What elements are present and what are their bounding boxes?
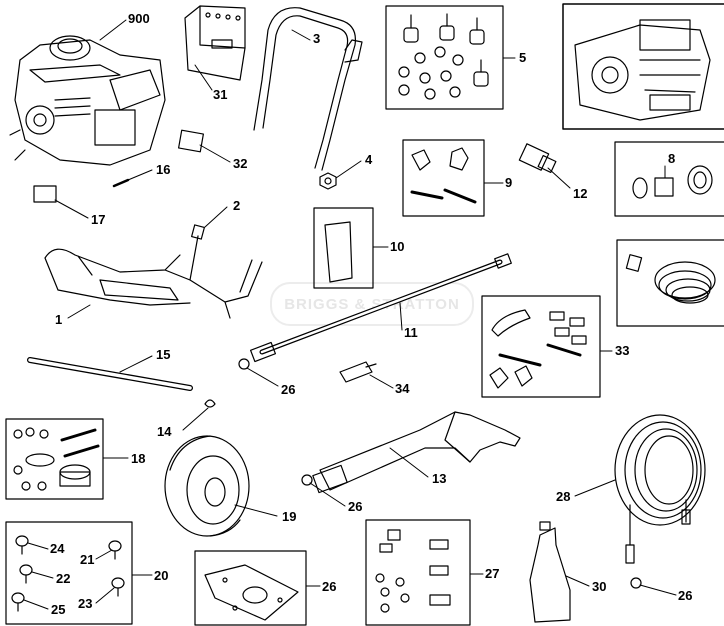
box-hose-kit (616, 239, 724, 327)
part-9-drawing (410, 147, 477, 204)
hose-28 (614, 414, 706, 564)
callout-17: 17 (91, 212, 106, 227)
part-33-drawing (489, 309, 587, 389)
box-part-8 (614, 141, 724, 217)
callout-30: 30 (592, 579, 607, 594)
decal-10 (324, 221, 353, 283)
callout-20: 20 (154, 568, 169, 583)
callout-5: 5 (519, 50, 527, 65)
leader-lines (23, 19, 677, 610)
callout-25: 25 (51, 602, 66, 617)
part-27-drawing (375, 529, 451, 613)
pin-16 (112, 178, 130, 188)
callout-26-plate: 26 (322, 579, 337, 594)
control-panel-drawing (184, 5, 246, 81)
callout-16: 16 (156, 162, 171, 177)
spring-2 (191, 224, 205, 240)
gun-13 (312, 411, 521, 494)
callout-15: 15 (156, 347, 171, 362)
callout-26-gun: 26 (348, 499, 363, 514)
callout-34: 34 (395, 381, 410, 396)
callout-31: 31 (213, 87, 228, 102)
washer-26b (301, 474, 313, 486)
callout-900: 900 (128, 11, 150, 26)
label-17 (33, 185, 57, 203)
part-8-drawing (632, 165, 713, 199)
callout-33: 33 (615, 343, 630, 358)
callout-21: 21 (80, 552, 95, 567)
label-plate-32 (178, 129, 204, 153)
callout-8: 8 (668, 151, 676, 166)
box-part-9 (402, 139, 485, 217)
plate-26 (204, 564, 299, 621)
callout-32: 32 (233, 156, 248, 171)
callout-26-hose: 26 (678, 588, 693, 603)
box-part-10 (313, 207, 374, 289)
part-20-drawing (11, 535, 125, 612)
callout-26-wand: 26 (281, 382, 296, 397)
wand-11 (249, 253, 512, 363)
callout-27: 27 (485, 566, 500, 581)
callout-23: 23 (78, 596, 93, 611)
callout-19: 19 (282, 509, 297, 524)
washer-26a (238, 358, 250, 370)
callout-13: 13 (432, 471, 447, 486)
callout-22: 22 (56, 571, 71, 586)
nut-4 (319, 172, 337, 190)
pump-drawing (574, 19, 711, 121)
callout-4: 4 (365, 152, 373, 167)
hose-kit-drawing (625, 254, 716, 304)
box-part-27 (365, 519, 471, 626)
clip-14 (204, 399, 216, 408)
box-pump (562, 3, 724, 130)
box-part-20 (5, 521, 133, 625)
callout-14: 14 (157, 424, 172, 439)
callout-12: 12 (573, 186, 588, 201)
callout-11: 11 (404, 325, 418, 340)
callout-1: 1 (55, 312, 63, 327)
washer-26d (630, 577, 642, 589)
callout-10: 10 (390, 239, 405, 254)
part-5-drawing (398, 13, 489, 100)
callout-3: 3 (313, 31, 321, 46)
watermark-logo: BRIGGS & STRATTON (270, 282, 474, 326)
box-part-5 (385, 5, 504, 110)
frame-drawing (44, 235, 263, 319)
box-part-33 (481, 295, 601, 398)
callout-28: 28 (556, 489, 571, 504)
nozzle-34 (339, 361, 377, 383)
bottle-30 (529, 521, 571, 623)
callout-2: 2 (233, 198, 241, 213)
box-part-26-plate (194, 550, 307, 626)
callout-18: 18 (131, 451, 146, 466)
axle-15 (27, 357, 193, 391)
coupler-12 (518, 143, 557, 173)
callout-24: 24 (50, 541, 65, 556)
part-18-drawing (13, 427, 100, 491)
handle-drawing (253, 7, 357, 171)
box-part-18 (5, 418, 104, 500)
wheel-19 (164, 435, 250, 537)
callout-9: 9 (505, 175, 513, 190)
engine-drawing (9, 35, 166, 166)
